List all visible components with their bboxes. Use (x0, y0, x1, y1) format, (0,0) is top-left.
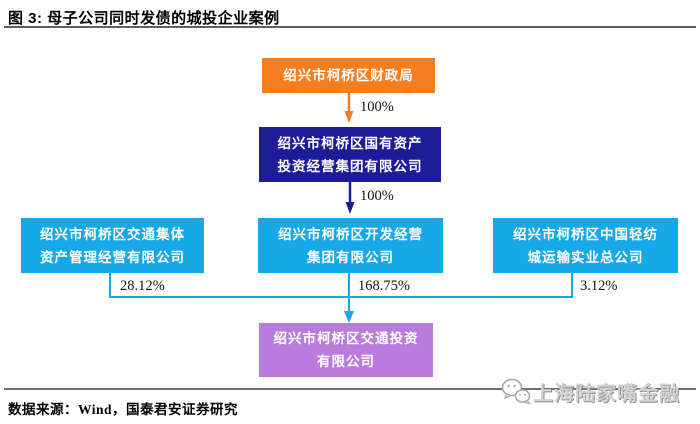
source-note: 数据来源：Wind，国泰君安证券研究 (8, 402, 239, 417)
node-textile-city-transport: 绍兴市柯桥区中国轻纺 城运输实业总公司 (493, 218, 678, 273)
node-transport-investment: 绍兴市柯桥区交通投资 有限公司 (259, 323, 433, 377)
footer-divider (4, 388, 696, 390)
arrowhead-icon (345, 202, 355, 214)
node-development-group: 绍兴市柯桥区开发经营 集团有限公司 (258, 218, 443, 273)
arrowhead-icon (344, 311, 354, 323)
arrowhead-icon (344, 111, 354, 123)
node-state-asset-group: 绍兴市柯桥区国有资产 投资经营集团有限公司 (259, 127, 441, 182)
edge-subsidiaries-to-investment (109, 273, 573, 323)
node-label: 绍兴市柯桥区财政局 (283, 68, 414, 83)
ownership-label-collective-to-investment: 28.12% (120, 278, 165, 294)
figure-title: 图 3: 母子公司同时发债的城投企业案例 (8, 10, 280, 27)
node-label: 绍兴市柯桥区国有资产 投资经营集团有限公司 (277, 135, 423, 174)
watermark: 上海陆家嘴金融 (501, 377, 680, 406)
watermark-text: 上海陆家嘴金融 (533, 383, 680, 405)
node-transport-collective: 绍兴市柯桥区交通集体 资产管理经营有限公司 (21, 218, 204, 273)
node-label: 绍兴市柯桥区中国轻纺 城运输实业总公司 (513, 226, 658, 265)
node-label: 绍兴市柯桥区开发经营 集团有限公司 (278, 226, 423, 265)
edge-group-to-development (345, 182, 355, 214)
title-divider (4, 26, 696, 28)
ownership-label-textile-to-investment: 3.12% (580, 278, 618, 294)
wechat-icon (501, 378, 531, 405)
edge-bureau-to-group (344, 93, 354, 123)
node-label: 绍兴市柯桥区交通集体 资产管理经营有限公司 (40, 226, 185, 265)
ownership-label-group-to-development: 100% (360, 188, 394, 204)
node-label: 绍兴市柯桥区交通投资 有限公司 (273, 331, 419, 369)
node-finance-bureau: 绍兴市柯桥区财政局 (262, 58, 435, 93)
ownership-label-development-to-investment: 168.75% (358, 278, 410, 294)
ownership-label-bureau-to-group: 100% (360, 99, 394, 115)
